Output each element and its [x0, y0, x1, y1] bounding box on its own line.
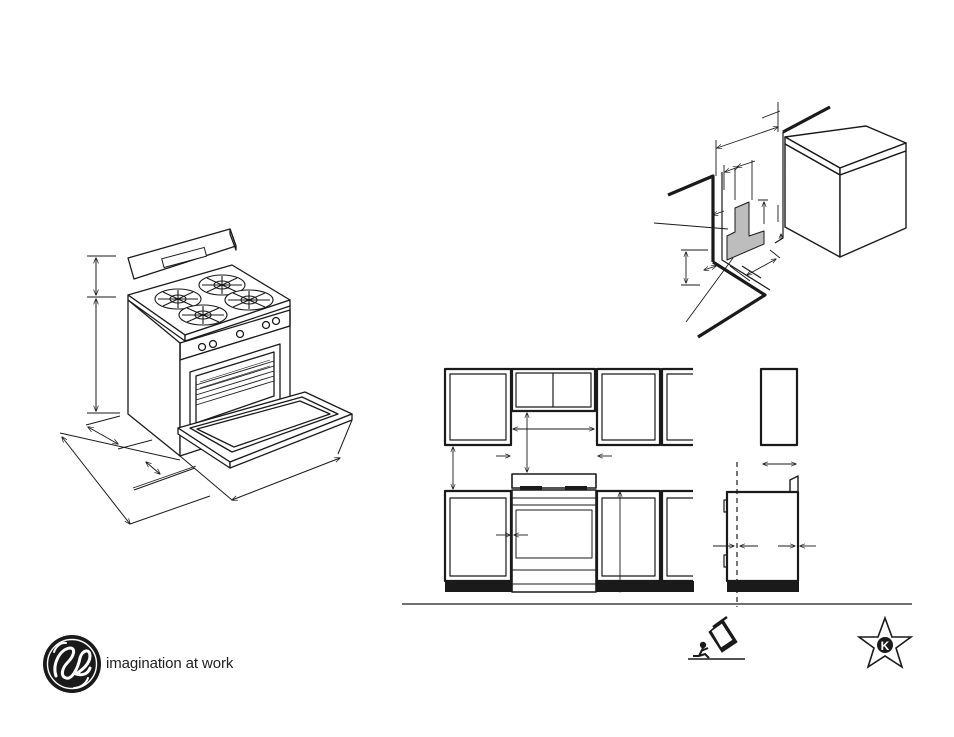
anti-tip-bracket-icon [688, 617, 745, 659]
toe-kick-side [727, 581, 799, 592]
brand-tagline: imagination at work [106, 655, 233, 672]
range-front-elevation [512, 474, 596, 592]
wall-inner-lines [722, 132, 783, 290]
ge-monogram-logo [43, 635, 101, 693]
installation-elevation-drawing [402, 369, 912, 607]
burner-left-front [179, 305, 227, 325]
upper-cabinets [445, 369, 693, 445]
adjacent-cabinet-box [785, 126, 906, 257]
burner-right-front [225, 290, 273, 310]
range-dimension-drawing [60, 229, 352, 524]
gas-supply-zone [727, 202, 764, 260]
svg-text:K: K [881, 639, 890, 653]
gas-supply-location-drawing [654, 102, 906, 337]
kosher-star-k-icon: K [859, 618, 911, 667]
gas-zone-dimension-lines [654, 102, 781, 322]
side-elevation [724, 369, 799, 607]
